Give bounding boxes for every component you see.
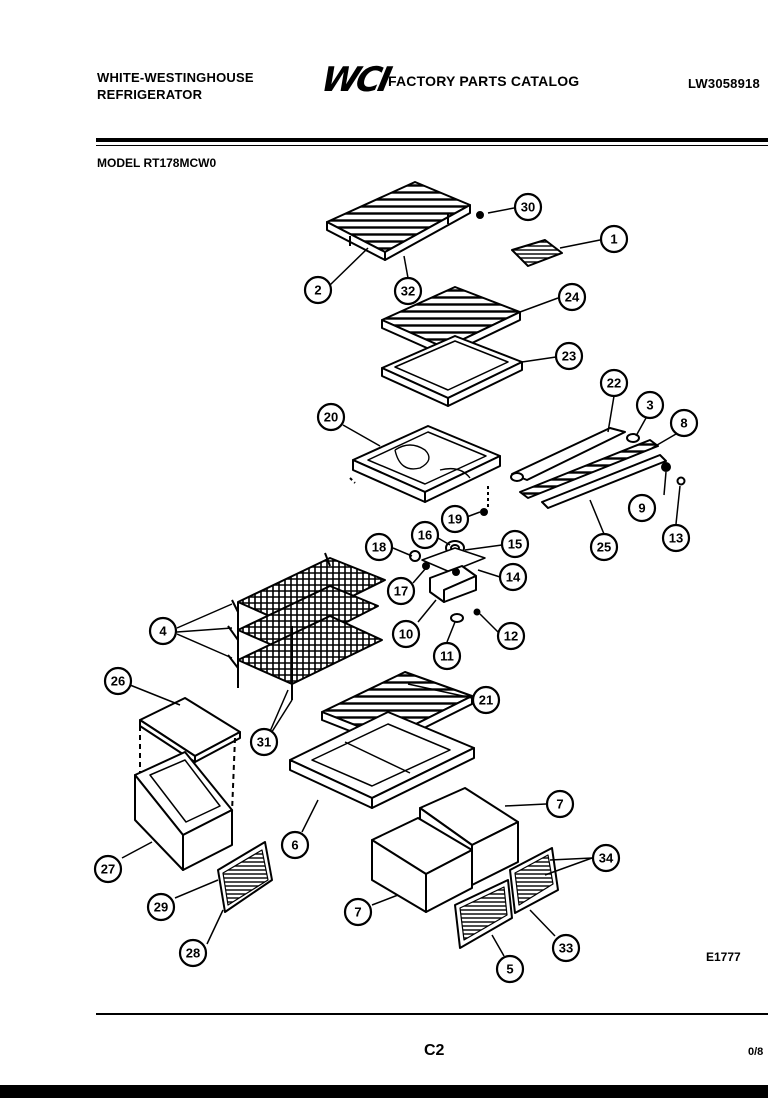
callout-16: 16 bbox=[410, 520, 440, 550]
svg-text:34: 34 bbox=[599, 851, 614, 866]
callout-4: 4 bbox=[148, 616, 178, 646]
svg-text:22: 22 bbox=[607, 376, 621, 391]
svg-text:21: 21 bbox=[479, 693, 493, 708]
callout-7-left: 7 bbox=[343, 897, 373, 927]
callout-9: 9 bbox=[627, 493, 657, 523]
callout-32: 32 bbox=[393, 276, 423, 306]
svg-text:10: 10 bbox=[399, 627, 413, 642]
pan-20 bbox=[349, 425, 501, 510]
svg-text:28: 28 bbox=[186, 946, 200, 961]
svg-text:23: 23 bbox=[562, 349, 576, 364]
svg-text:7: 7 bbox=[354, 905, 361, 920]
svg-text:32: 32 bbox=[401, 284, 415, 299]
callout-12: 12 bbox=[496, 621, 526, 651]
callout-33: 33 bbox=[551, 933, 581, 963]
callout-25: 25 bbox=[589, 532, 619, 562]
callout-30: 30 bbox=[513, 192, 543, 222]
callout-34: 34 bbox=[591, 843, 621, 873]
svg-text:31: 31 bbox=[257, 735, 271, 750]
callout-28: 28 bbox=[178, 938, 208, 968]
shelf-rails bbox=[510, 427, 667, 509]
diagram-code: E1777 bbox=[706, 950, 741, 964]
screw-9 bbox=[661, 462, 671, 472]
callout-27: 27 bbox=[93, 854, 123, 884]
crisper-frame-6 bbox=[289, 711, 475, 809]
crisper-drawers-7 bbox=[371, 787, 519, 913]
callout-22: 22 bbox=[599, 368, 629, 398]
callout-13: 13 bbox=[661, 523, 691, 553]
svg-text:2: 2 bbox=[314, 283, 321, 298]
wire-shelves-4 bbox=[227, 552, 386, 700]
svg-text:3: 3 bbox=[646, 398, 653, 413]
svg-text:27: 27 bbox=[101, 862, 115, 877]
svg-text:11: 11 bbox=[440, 649, 454, 664]
svg-text:6: 6 bbox=[291, 838, 298, 853]
document-number: LW3058918 bbox=[688, 76, 760, 91]
callout-31: 31 bbox=[249, 727, 279, 757]
footer-rule bbox=[96, 1013, 768, 1015]
manufacturer-name: WHITE-WESTINGHOUSE bbox=[97, 70, 254, 85]
callout-8: 8 bbox=[669, 408, 699, 438]
svg-text:13: 13 bbox=[669, 531, 683, 546]
svg-text:26: 26 bbox=[111, 674, 125, 689]
control-assembly bbox=[409, 540, 486, 623]
svg-text:14: 14 bbox=[506, 570, 521, 585]
crisper-drawer-27 bbox=[134, 697, 241, 871]
callout-17: 17 bbox=[386, 576, 416, 606]
product-name: REFRIGERATOR bbox=[97, 87, 203, 102]
callout-20: 20 bbox=[316, 402, 346, 432]
vent-grille bbox=[511, 239, 563, 267]
svg-text:12: 12 bbox=[504, 629, 518, 644]
callout-29: 29 bbox=[146, 892, 176, 922]
wire-shelf-top bbox=[326, 181, 471, 261]
svg-text:25: 25 bbox=[597, 540, 611, 555]
callout-6: 6 bbox=[280, 830, 310, 860]
print-date: 0/8 bbox=[748, 1046, 764, 1058]
callout-14: 14 bbox=[498, 562, 528, 592]
callout-3: 3 bbox=[635, 390, 665, 420]
svg-text:9: 9 bbox=[638, 501, 645, 516]
callout-5: 5 bbox=[495, 954, 525, 984]
svg-text:17: 17 bbox=[394, 584, 408, 599]
callout-21: 21 bbox=[471, 685, 501, 715]
header-rule-thin bbox=[96, 145, 768, 146]
screw-13 bbox=[676, 476, 686, 486]
svg-text:18: 18 bbox=[372, 540, 386, 555]
model-number: MODEL RT178MCW0 bbox=[97, 156, 217, 170]
svg-text:19: 19 bbox=[448, 512, 462, 527]
callout-26: 26 bbox=[103, 666, 133, 696]
svg-text:8: 8 bbox=[680, 416, 687, 431]
shelf-frame-23 bbox=[381, 335, 523, 407]
svg-text:1: 1 bbox=[610, 232, 617, 247]
svg-text:29: 29 bbox=[154, 900, 168, 915]
callout-10: 10 bbox=[391, 619, 421, 649]
screw-30 bbox=[476, 211, 484, 219]
callout-2: 2 bbox=[303, 275, 333, 305]
svg-text:7: 7 bbox=[556, 797, 563, 812]
svg-text:5: 5 bbox=[506, 962, 513, 977]
callout-23: 23 bbox=[554, 341, 584, 371]
svg-text:16: 16 bbox=[418, 528, 432, 543]
callout-7-right: 7 bbox=[545, 789, 575, 819]
header-rule bbox=[96, 138, 768, 142]
callout-18: 18 bbox=[364, 532, 394, 562]
screw-19 bbox=[480, 508, 488, 516]
svg-text:20: 20 bbox=[324, 410, 338, 425]
svg-text:24: 24 bbox=[565, 290, 580, 305]
callout-19: 19 bbox=[440, 504, 470, 534]
callout-24: 24 bbox=[557, 282, 587, 312]
leader-lines bbox=[121, 207, 681, 957]
svg-text:33: 33 bbox=[559, 941, 573, 956]
page-label: C2 bbox=[424, 1042, 445, 1059]
svg-text:15: 15 bbox=[508, 537, 522, 552]
callout-15: 15 bbox=[500, 529, 530, 559]
catalog-title: FACTORY PARTS CATALOG bbox=[388, 73, 580, 89]
callout-11: 11 bbox=[432, 641, 462, 671]
svg-text:4: 4 bbox=[159, 624, 167, 639]
svg-text:30: 30 bbox=[521, 200, 535, 215]
callout-1: 1 bbox=[599, 224, 629, 254]
